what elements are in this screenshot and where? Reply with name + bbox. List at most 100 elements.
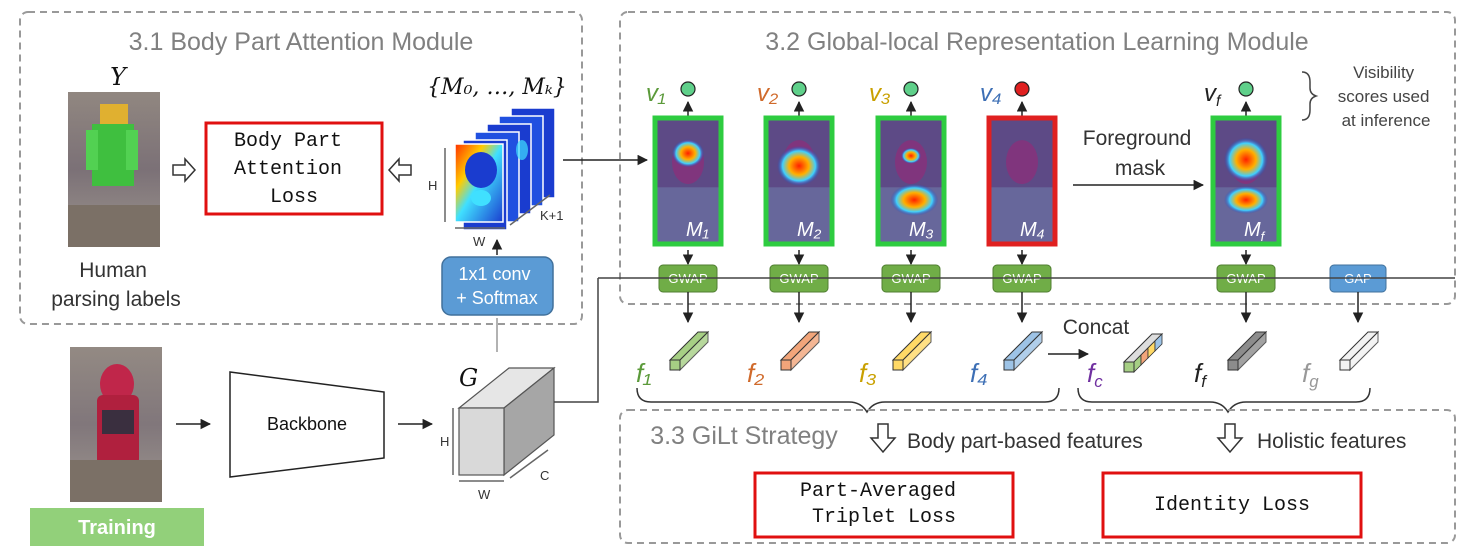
feature-3-label: f₃ <box>859 358 877 388</box>
map-heat-5-2 <box>1224 185 1268 214</box>
map-label-4: M₄ <box>1020 219 1045 241</box>
visibility-score-label-5-base: v <box>1204 80 1218 107</box>
visibility-score-label-2: v₂ <box>757 80 778 107</box>
parsing-labels-line-2: parsing labels <box>51 288 181 311</box>
g-to-bus-line <box>554 278 599 403</box>
feature-global-label: fg <box>1302 358 1319 391</box>
visibility-score-label-5: vf <box>1204 80 1222 110</box>
map-heat-2-1 <box>777 145 821 186</box>
holistic-features-brace <box>1077 387 1371 414</box>
map-heat-3-2 <box>901 147 921 164</box>
concat-seg-4 <box>1154 333 1163 352</box>
feature-4-label: f₄ <box>970 358 988 388</box>
dim-h-label-1: H <box>428 178 437 193</box>
identity-loss-box <box>1101 471 1363 539</box>
feature-concat-bar <box>1122 333 1164 373</box>
foreground-line-1: Foreground <box>1083 127 1192 150</box>
triplet-line-1: Part-Averaged <box>800 480 956 503</box>
parts-layer: v₁M₁GWAPv₂M₂GWAPv₃M₃GWAPv₄M₄GWAPvfMfGWAP… <box>646 80 1387 293</box>
part-features-label: Body part-based features <box>907 430 1143 453</box>
training-badge <box>30 508 204 546</box>
attention-map-stack <box>454 107 556 231</box>
visibility-line-1: Visibility <box>1353 63 1415 82</box>
parsing-label-image <box>68 92 160 247</box>
hollow-arrow-right <box>172 157 197 183</box>
feature-4-bar-front <box>1003 359 1015 371</box>
visibility-dot-3 <box>903 81 919 97</box>
visibility-line-3: at inference <box>1342 111 1431 130</box>
feature-global-label-sub: g <box>1309 372 1319 391</box>
global-local-module: 3.2 Global-local Representation Learning… <box>598 11 1456 305</box>
attention-loss-line-1: Body Part <box>234 130 342 153</box>
map-frame-2 <box>763 115 835 247</box>
visibility-score-label-3: v₃ <box>869 80 891 107</box>
concat-front <box>1123 361 1135 373</box>
hollow-arrow-left <box>387 157 412 183</box>
dim-c-label: C <box>540 468 549 483</box>
backbone-trapezoid <box>229 371 385 478</box>
map-frame-5 <box>1210 115 1282 247</box>
map-frame-1 <box>652 115 724 247</box>
map-frame-3 <box>875 115 947 247</box>
feature-5-label: ff <box>1194 358 1208 391</box>
map-heat-3-1 <box>890 183 939 216</box>
map-lower-1 <box>655 187 721 244</box>
map-heat-5-1 <box>1224 137 1268 182</box>
feature-global-label-base: f <box>1302 358 1312 388</box>
visibility-note: Visibility scores used at inference <box>1338 63 1434 130</box>
parsing-labels-caption: Human parsing labels <box>51 259 181 311</box>
feature-global-bar-front <box>1339 359 1351 371</box>
feature-concat-label-sub: c <box>1094 372 1103 391</box>
visibility-dot-5 <box>1238 81 1254 97</box>
module-frame-3-1 <box>19 11 583 325</box>
gilt-strategy-module: 3.3 GiLt Strategy Body part-based featur… <box>619 409 1456 544</box>
dim-w-label-1: W <box>473 234 486 249</box>
body-part-attention-module: 3.1 Body Part Attention Module Y Human p… <box>19 11 583 325</box>
map-heat-1-1 <box>672 139 704 168</box>
dim-k-label: K+1 <box>540 208 564 223</box>
map-frame-4 <box>986 115 1058 247</box>
visibility-dot-2 <box>791 81 807 97</box>
attention-loss-line-3: Loss <box>270 186 318 209</box>
attention-loss-box <box>204 121 384 216</box>
feature-global-bar <box>1338 330 1380 372</box>
feature-1-bar-front <box>669 359 681 371</box>
down-arrow-parts <box>869 423 897 454</box>
map-label-1: M₁ <box>686 219 709 241</box>
training-label: Training <box>78 517 156 539</box>
backbone-label: Backbone <box>267 414 347 434</box>
down-arrow-holistic <box>1216 423 1244 454</box>
map-label-5-base: M <box>1244 219 1261 241</box>
module-title-3-1: 3.1 Body Part Attention Module <box>129 28 474 56</box>
feature-3-bar <box>891 330 933 372</box>
foreground-line-2: mask <box>1115 157 1166 180</box>
g-label: G <box>459 364 478 392</box>
feature-concat-label: fc <box>1087 358 1103 391</box>
training-image <box>70 347 162 502</box>
visibility-score-label-4: v₄ <box>980 80 1002 107</box>
conv-line-1: 1x1 conv <box>458 264 530 284</box>
feature-5-bar-front <box>1227 359 1239 371</box>
attention-loss-line-2: Attention <box>234 158 342 181</box>
concat-label: Concat <box>1063 316 1130 339</box>
feature-2-bar-front <box>780 359 792 371</box>
feature-5-bar <box>1226 330 1268 372</box>
foreground-mask-label: Foreground mask <box>1083 127 1197 180</box>
map-label-5-sub: f <box>1261 229 1266 244</box>
module-frame-3-2 <box>619 11 1456 305</box>
feature-2-bar <box>779 330 821 372</box>
conv-softmax-box <box>441 256 554 316</box>
identity-loss-label: Identity Loss <box>1154 494 1310 517</box>
maps-set-label: {M₀, …, Mₖ} <box>427 75 567 100</box>
conv-softmax-label: 1x1 conv + Softmax <box>456 264 538 308</box>
part-features-brace <box>636 387 1060 414</box>
visibility-dot-4 <box>1014 81 1030 97</box>
feature-concat-label-base: f <box>1087 358 1097 388</box>
triplet-line-2: Triplet Loss <box>812 506 956 529</box>
